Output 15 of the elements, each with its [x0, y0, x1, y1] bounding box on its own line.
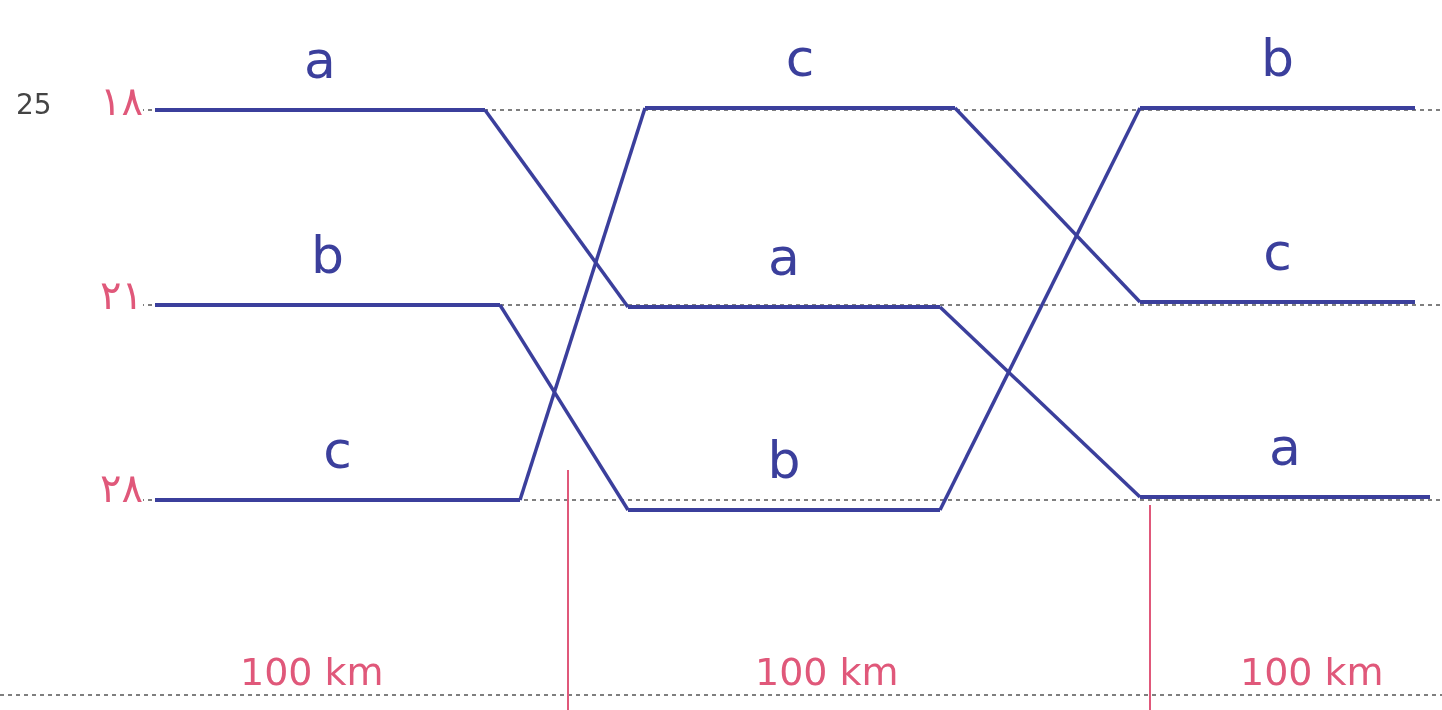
phase-letter: b [766, 430, 802, 490]
transposition-line [938, 107, 1142, 511]
phase-letter: a [1268, 417, 1302, 477]
transposition-line [483, 108, 630, 309]
phase-letter: a [303, 30, 337, 90]
phase-letter: c [784, 28, 816, 88]
phase-letter: c [1262, 222, 1293, 282]
transposition-line [498, 304, 630, 511]
transposition-line [953, 106, 1142, 304]
phase-letter: b [310, 225, 345, 285]
transposition-line [938, 305, 1142, 499]
phase-letter: b [1260, 28, 1295, 88]
phase-letter: a [767, 227, 801, 287]
phase-letter: c [322, 420, 353, 480]
transposition-line [518, 107, 647, 501]
